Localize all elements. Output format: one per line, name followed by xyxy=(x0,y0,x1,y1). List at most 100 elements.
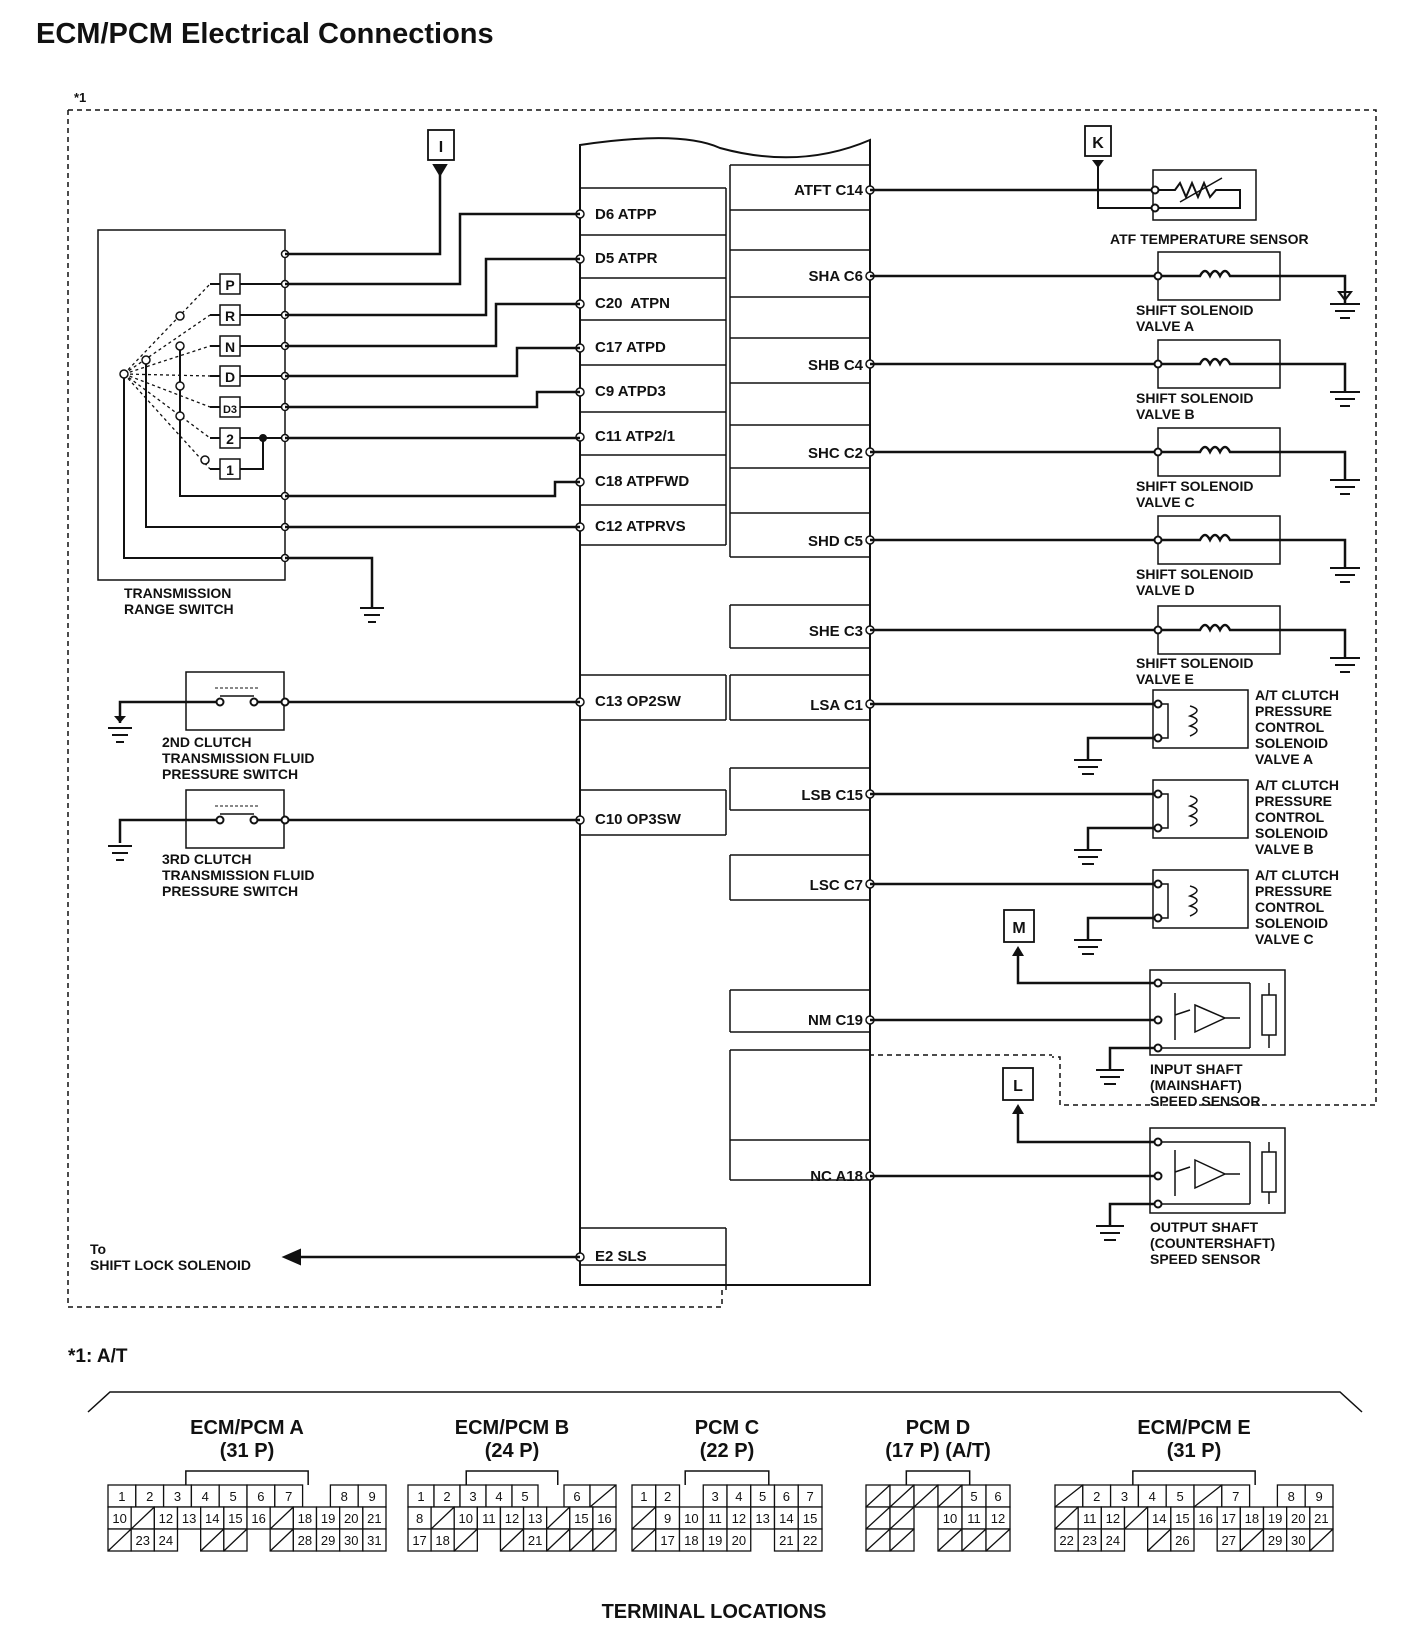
terminal-number: 3 xyxy=(1121,1489,1128,1504)
terminal-number: 15 xyxy=(228,1511,242,1526)
terminal-number: 16 xyxy=(251,1511,265,1526)
connector-title: (24 P) xyxy=(485,1440,539,1462)
connector-title: ECM/PCM B xyxy=(455,1417,569,1439)
terminal-number: 21 xyxy=(1314,1511,1328,1526)
svg-text:SHIFT SOLENOID: SHIFT SOLENOID xyxy=(1136,655,1253,671)
terminal-number: 6 xyxy=(257,1489,264,1504)
terminal-number: 12 xyxy=(505,1511,519,1526)
svg-text:(COUNTERSHAFT): (COUNTERSHAFT) xyxy=(1150,1235,1275,1251)
terminal-number: 29 xyxy=(1268,1533,1282,1548)
terminal-number: 22 xyxy=(803,1533,817,1548)
terminal-number: 5 xyxy=(970,1489,977,1504)
terminal-frame xyxy=(87,1391,1363,1413)
svg-text:CONTROL: CONTROL xyxy=(1255,899,1325,915)
pin-atft-c14: ATFT C14 xyxy=(794,182,864,199)
range-switch-wiring xyxy=(285,168,580,608)
terminal-number: 20 xyxy=(732,1533,746,1548)
terminal-number: 10 xyxy=(943,1511,957,1526)
shift-solenoid-c xyxy=(870,427,1360,495)
svg-text:RANGE SWITCH: RANGE SWITCH xyxy=(124,601,234,617)
terminal-number: 12 xyxy=(159,1511,173,1526)
svg-text:SOLENOID: SOLENOID xyxy=(1255,915,1328,931)
range-d: D xyxy=(225,369,235,385)
range-2: 2 xyxy=(226,431,234,447)
terminal-number: 12 xyxy=(991,1511,1005,1526)
terminal-number: 5 xyxy=(1176,1489,1183,1504)
terminal-number: 4 xyxy=(202,1489,209,1504)
terminal-number: 13 xyxy=(755,1511,769,1526)
lsc-solenoid xyxy=(870,869,1249,955)
terminal-number: 16 xyxy=(1198,1511,1212,1526)
pin-c20-atpn: C20 ATPN xyxy=(595,295,670,312)
terminal-number: 12 xyxy=(732,1511,746,1526)
connector-m: M xyxy=(1003,909,1035,943)
svg-text:INPUT SHAFT: INPUT SHAFT xyxy=(1150,1061,1243,1077)
terminal-number: 1 xyxy=(640,1489,647,1504)
left-pin-bands xyxy=(580,187,727,1290)
terminal-number: 28 xyxy=(298,1533,312,1548)
connector-title: (31 P) xyxy=(220,1440,274,1462)
svg-text:PRESSURE: PRESSURE xyxy=(1255,793,1332,809)
svg-text:PRESSURE: PRESSURE xyxy=(1255,703,1332,719)
trs-label: TRANSMISSION RANGE SWITCH xyxy=(124,585,234,617)
terminal-number: 13 xyxy=(528,1511,542,1526)
pin-e2-sls: E2 SLS xyxy=(595,1248,647,1265)
terminal-number: 1 xyxy=(417,1489,424,1504)
terminal-number: 18 xyxy=(1245,1511,1259,1526)
terminal-number: 5 xyxy=(521,1489,528,1504)
connector-title: PCM C xyxy=(695,1417,759,1439)
terminal-number: 20 xyxy=(1291,1511,1305,1526)
range-d3: D3 xyxy=(223,404,237,416)
page-title: ECM/PCM Electrical Connections xyxy=(36,18,494,50)
2nd-clutch-label: 2ND CLUTCH TRANSMISSION FLUID PRESSURE S… xyxy=(162,734,314,782)
footnote: *1: A/T xyxy=(68,1346,128,1367)
terminal-number: 22 xyxy=(1059,1533,1073,1548)
terminal-number: 19 xyxy=(1268,1511,1282,1526)
svg-text:SPEED SENSOR: SPEED SENSOR xyxy=(1150,1093,1260,1109)
terminal-number: 18 xyxy=(435,1533,449,1548)
svg-text:VALVE B: VALVE B xyxy=(1136,406,1195,422)
pin-nc-a18: NC A18 xyxy=(810,1168,863,1185)
terminal-number: 11 xyxy=(482,1511,496,1526)
svg-text:CONTROL: CONTROL xyxy=(1255,719,1325,735)
terminal-number: 26 xyxy=(1175,1533,1189,1548)
terminal-number: 2 xyxy=(443,1489,450,1504)
svg-text:A/T CLUTCH: A/T CLUTCH xyxy=(1255,777,1339,793)
pin-shc-c2: SHC C2 xyxy=(808,445,863,462)
svg-text:SHIFT LOCK SOLENOID: SHIFT LOCK SOLENOID xyxy=(90,1257,251,1273)
linear-solenoid-labels: A/T CLUTCH PRESSURE CONTROL SOLENOID VAL… xyxy=(1255,687,1339,947)
svg-text:VALVE B: VALVE B xyxy=(1255,841,1314,857)
svg-text:2ND CLUTCH: 2ND CLUTCH xyxy=(162,734,251,750)
terminal-cell xyxy=(1100,1528,1126,1552)
sls-label: To SHIFT LOCK SOLENOID xyxy=(90,1241,251,1273)
svg-text:PRESSURE SWITCH: PRESSURE SWITCH xyxy=(162,766,298,782)
terminal-number: 7 xyxy=(1232,1489,1239,1504)
terminal-number: 14 xyxy=(205,1511,219,1526)
svg-text:SHIFT SOLENOID: SHIFT SOLENOID xyxy=(1136,390,1253,406)
pin-lsa-c1: LSA C1 xyxy=(810,697,863,714)
connector-title: ECM/PCM A xyxy=(190,1417,304,1439)
pin-c18-atpfwd: C18 ATPFWD xyxy=(595,473,689,490)
terminal-cell xyxy=(797,1528,823,1552)
svg-text:SHIFT SOLENOID: SHIFT SOLENOID xyxy=(1136,566,1253,582)
terminal-number: 18 xyxy=(684,1533,698,1548)
terminal-number: 8 xyxy=(341,1489,348,1504)
pin-c12-atprvs: C12 ATPRVS xyxy=(595,518,686,535)
terminal-cell xyxy=(362,1528,387,1552)
footnote-mark: *1 xyxy=(74,90,86,105)
connector-k: K xyxy=(1084,125,1112,157)
svg-text:VALVE E: VALVE E xyxy=(1136,671,1194,687)
terminal-number: 7 xyxy=(807,1489,814,1504)
terminal-number: 24 xyxy=(1106,1533,1120,1548)
terminal-number: 4 xyxy=(735,1489,742,1504)
terminal-number: 17 xyxy=(1222,1511,1236,1526)
pin-c17-atpd: C17 ATPD xyxy=(595,339,666,356)
terminal-number: 21 xyxy=(528,1533,542,1548)
terminal-number: 10 xyxy=(459,1511,473,1526)
connector-title: (17 P) (A/T) xyxy=(885,1440,991,1462)
svg-text:A/T CLUTCH: A/T CLUTCH xyxy=(1255,867,1339,883)
